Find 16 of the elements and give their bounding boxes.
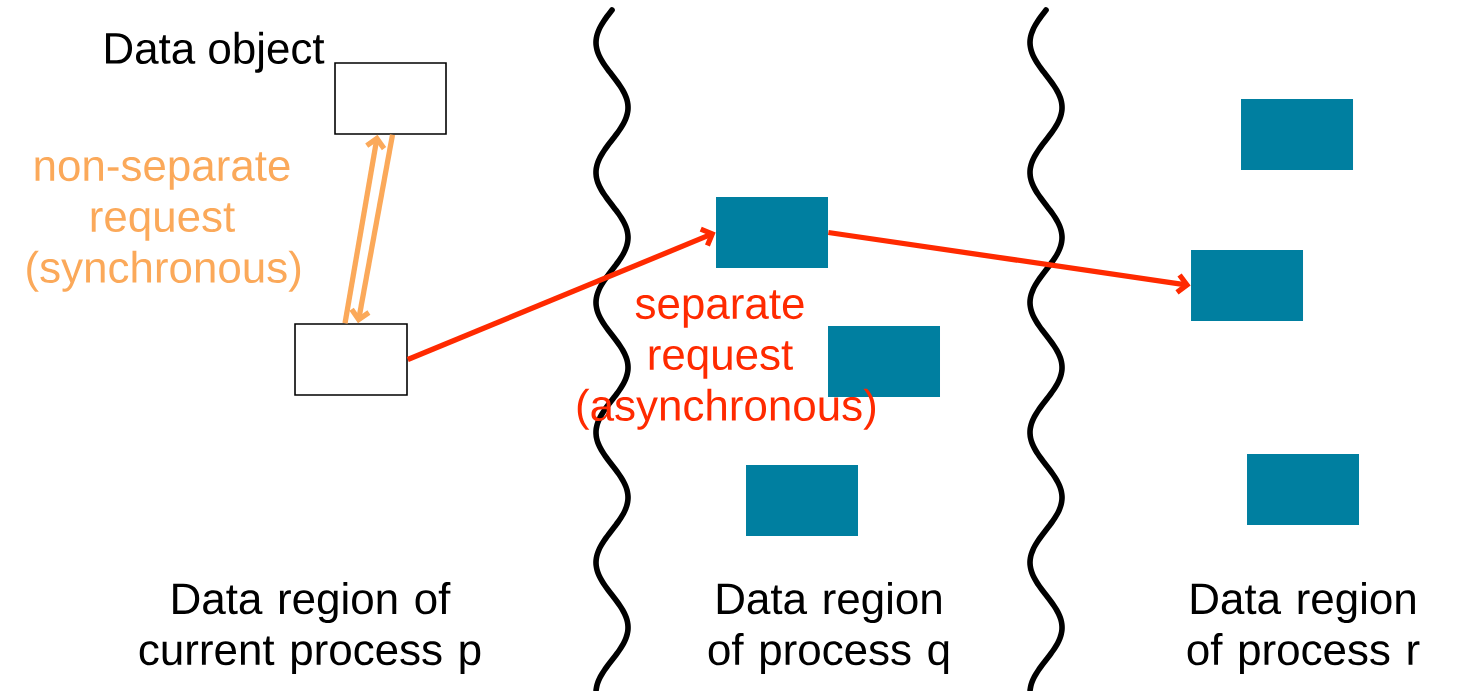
arrow	[342, 134, 387, 324]
data-box	[1191, 250, 1303, 321]
data-object-box	[294, 323, 408, 396]
arrow	[406, 226, 716, 362]
node-label: Data object	[106, 31, 325, 73]
data-box	[1247, 454, 1359, 525]
region-label: Data region of process r	[1187, 582, 1420, 674]
data-box	[1241, 99, 1353, 170]
region-label: Data region of current process p	[139, 582, 481, 674]
data-box	[746, 465, 858, 536]
arrow	[827, 229, 1191, 295]
data-box	[716, 197, 828, 268]
data-object-box	[334, 62, 447, 135]
edge-label: non-separate request (synchronous)	[27, 152, 301, 292]
region-label: Data region of process q	[708, 582, 949, 674]
arrow	[349, 134, 396, 324]
